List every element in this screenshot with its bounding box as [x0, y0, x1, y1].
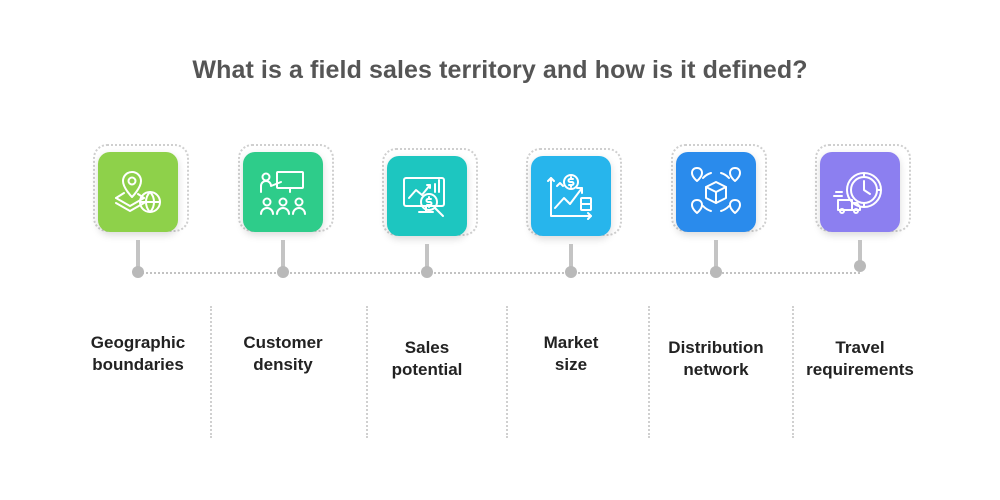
connector-stem: [281, 240, 285, 270]
icon-tile: [243, 152, 323, 232]
icon-tile: [98, 152, 178, 232]
step-label: Sales potential: [391, 338, 463, 379]
step-sales-potential: Sales potential: [352, 0, 502, 500]
delivery-clock-icon: [833, 172, 882, 214]
icon-tile: [676, 152, 756, 232]
step-label: Travel requirements: [806, 338, 914, 379]
timeline-dot: [132, 266, 144, 278]
step-travel-requirements: Travel requirements: [785, 0, 935, 500]
step-geographic-boundaries: Geographic boundaries: [63, 0, 213, 500]
step-label: Distribution network: [668, 338, 764, 379]
step-market-size: Market size: [496, 0, 646, 500]
column-separator: [792, 306, 794, 438]
package-network-icon: [691, 167, 741, 214]
column-separator: [648, 306, 650, 438]
column-separator: [506, 306, 508, 438]
step-label: Customer density: [243, 333, 323, 374]
money-growth-chart-icon: [547, 174, 592, 220]
column-separator: [210, 306, 212, 438]
timeline-dot: [565, 266, 577, 278]
timeline-dot: [710, 266, 722, 278]
timeline-dot: [421, 266, 433, 278]
connector-stem: [858, 240, 862, 270]
step-label: Market size: [543, 333, 599, 374]
icon-tile: [531, 156, 611, 236]
chart-magnifier-icon: [403, 177, 445, 217]
connector-stem: [136, 240, 140, 270]
icon-tile: [820, 152, 900, 232]
timeline-dot: [854, 260, 866, 272]
timeline-dot: [277, 266, 289, 278]
step-distribution-network: Distribution network: [641, 0, 791, 500]
column-separator: [366, 306, 368, 438]
step-label: Geographic boundaries: [90, 333, 186, 374]
presentation-audience-icon: [260, 171, 306, 215]
icon-tile: [387, 156, 467, 236]
map-globe-icon: [115, 171, 161, 213]
connector-stem: [714, 240, 718, 270]
step-customer-density: Customer density: [208, 0, 358, 500]
connector-stem: [425, 244, 429, 274]
timeline-line: [138, 272, 860, 274]
page-title: What is a field sales territory and how …: [192, 56, 808, 84]
connector-stem: [569, 244, 573, 274]
